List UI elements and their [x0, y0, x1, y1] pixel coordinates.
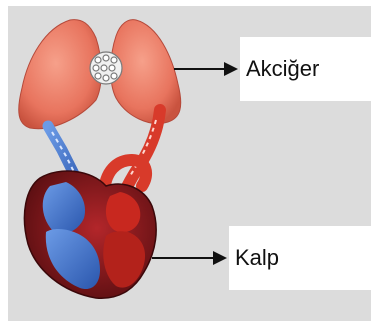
lung-label: Akciğer — [240, 56, 319, 82]
bronchi — [90, 52, 122, 84]
left-lung — [19, 20, 102, 129]
lung-pointer-arrow — [174, 62, 238, 76]
heart-pointer-arrow — [152, 251, 227, 265]
heart-label: Kalp — [229, 245, 279, 271]
heart-label-box: Kalp — [229, 226, 371, 290]
lung-label-box: Akciğer — [240, 37, 371, 101]
